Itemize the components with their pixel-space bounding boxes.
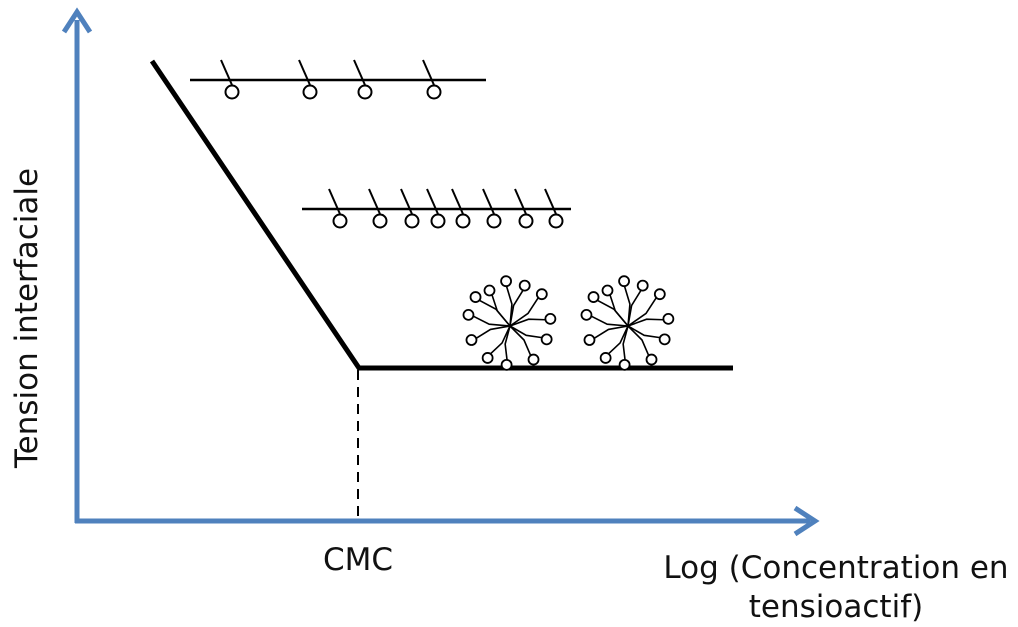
surfactant-tail	[426, 188, 439, 215]
micelle-head	[636, 279, 649, 292]
surfactant-tail	[400, 188, 413, 215]
micelle-head	[580, 308, 593, 321]
x-axis-label-line2: tensioactif)	[749, 589, 923, 625]
micelle-tail	[509, 297, 539, 327]
micelle-head	[544, 312, 557, 325]
micelle-tail	[509, 318, 546, 327]
micelle-tail	[607, 325, 629, 355]
surfactant-head	[426, 84, 442, 100]
x-axis-label-line1: Log (Concentration en	[663, 550, 1008, 586]
micelle-head	[500, 275, 512, 288]
surfactant-head	[430, 213, 446, 229]
micelle-head	[469, 291, 482, 303]
surfactant-tail	[328, 188, 341, 215]
micelle-head	[462, 308, 475, 321]
surfactant-tail	[368, 188, 381, 215]
surfactant-tail	[298, 59, 311, 86]
micelle-head	[658, 333, 671, 346]
micelle-head	[662, 312, 675, 325]
micelle-tail	[593, 325, 629, 339]
surfactant-molecule	[451, 188, 471, 229]
micelle-head	[618, 275, 630, 288]
surfactant-row-dense	[302, 188, 571, 229]
surfactant-head	[372, 213, 388, 229]
micelle-head	[527, 353, 540, 366]
surfactant-head	[357, 84, 373, 100]
micelle-tail	[472, 315, 511, 327]
surfactant-head	[404, 213, 420, 229]
surfactant-molecule	[422, 59, 442, 100]
surfactant-tail	[514, 188, 527, 215]
surfactant-tail	[544, 188, 557, 215]
micelle-tail	[475, 325, 511, 339]
micelle-head	[483, 284, 496, 297]
micelle	[462, 275, 557, 371]
surfactant-head	[302, 84, 318, 100]
micelle-tail	[622, 325, 629, 360]
micelle-head	[645, 353, 658, 366]
micelle-head	[481, 352, 494, 364]
surfactant-molecule	[298, 59, 318, 100]
micelle-head	[618, 358, 631, 371]
y-axis-arrowhead	[61, 7, 93, 34]
surfactant-head	[486, 213, 502, 229]
surfactant-head	[332, 213, 348, 229]
micelle-head	[587, 291, 600, 303]
surfactant-molecule	[368, 188, 388, 229]
micelle	[580, 275, 675, 371]
micelle-tail	[627, 318, 664, 327]
surfactant-tail	[451, 188, 464, 215]
micelle-tail	[509, 325, 532, 356]
micelle-tail	[504, 325, 511, 360]
surfactant-tail	[422, 59, 435, 86]
surfactant-head	[518, 213, 534, 229]
micelle-tail	[509, 289, 524, 327]
micelles	[462, 275, 675, 371]
micelle-head	[583, 334, 596, 346]
surfactant-head	[455, 213, 471, 229]
surfactant-molecule	[426, 188, 446, 229]
surfactant-molecule	[514, 188, 534, 229]
surfactant-tail	[353, 59, 366, 86]
surfactant-head	[224, 84, 240, 100]
surfactant-tail	[482, 188, 495, 215]
micelle-tail	[590, 315, 629, 327]
micelle-head	[535, 288, 548, 301]
surfactant-tail	[220, 59, 233, 86]
micelle-head	[599, 352, 612, 364]
micelle-head	[500, 358, 513, 371]
surfactant-row-dilute	[190, 59, 486, 100]
surfactant-molecule	[544, 188, 564, 229]
surfactant-molecule	[353, 59, 373, 100]
x-axis-arrowhead	[793, 505, 820, 537]
micelle-tail	[627, 289, 642, 327]
surfactant-molecule	[400, 188, 420, 229]
micelle-head	[518, 279, 531, 292]
micelle-tail	[491, 294, 511, 327]
surfactant-molecule	[220, 59, 240, 100]
micelle-tail	[627, 325, 650, 356]
micelle-head	[465, 334, 478, 346]
micelle-head	[540, 333, 553, 346]
micelle-tail	[509, 325, 543, 339]
surfactant-molecule	[328, 188, 348, 229]
micelle-tail	[609, 294, 629, 327]
micelle-head	[601, 284, 614, 297]
surfactant-head	[548, 213, 564, 229]
tension-curve	[149, 59, 733, 371]
surfactant-molecule	[482, 188, 502, 229]
micelle-head	[653, 288, 666, 301]
micelle-tail	[627, 325, 661, 339]
micelle-tail	[489, 325, 511, 355]
cmc-label: CMC	[323, 542, 393, 578]
micelle-tail	[627, 297, 657, 327]
axes	[61, 7, 820, 537]
y-axis-label: Tension interfaciale	[9, 168, 45, 469]
